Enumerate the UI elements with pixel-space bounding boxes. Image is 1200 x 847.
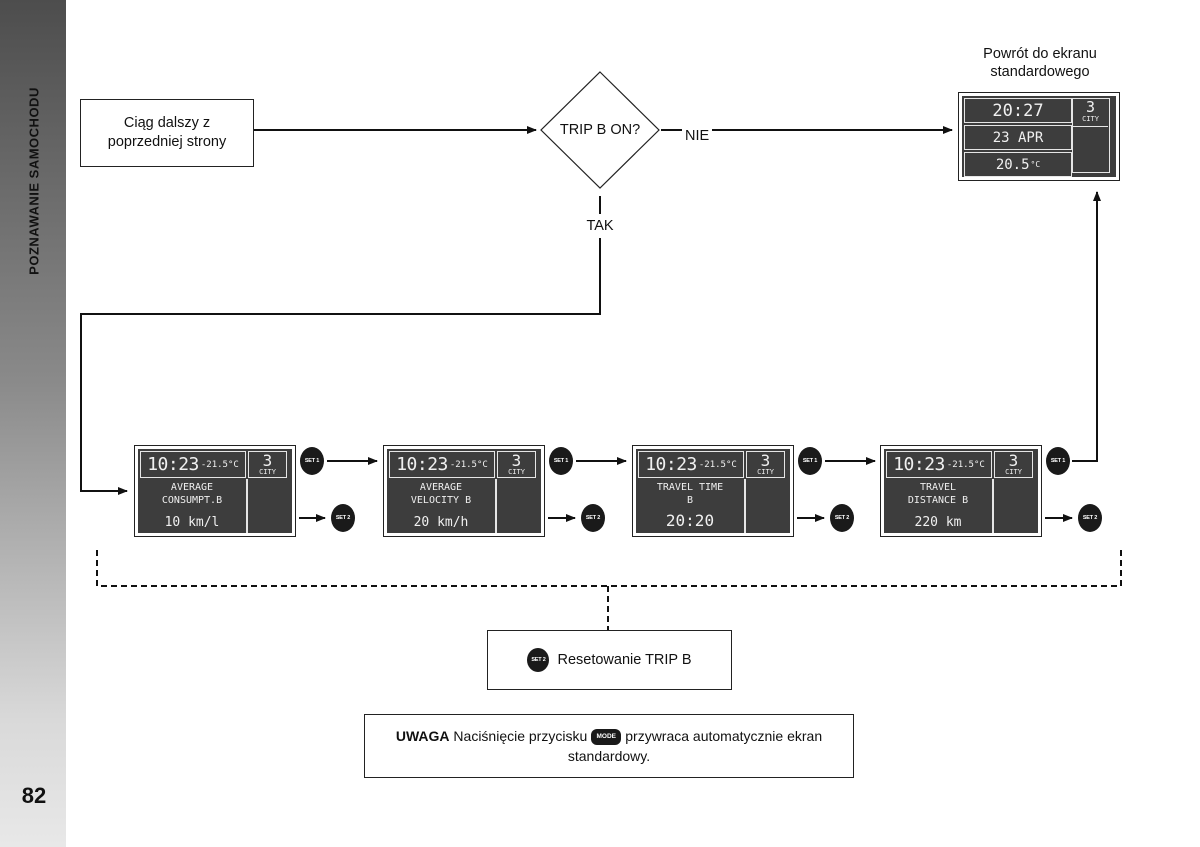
mode-button[interactable]: MODE [591, 729, 622, 746]
continue-box: Ciąg dalszy z poprzedniej strony [80, 99, 254, 167]
display-gear: 3 [1008, 451, 1019, 470]
reset-text: Resetowanie TRIP B [557, 651, 692, 668]
sidebar: POZNAWANIE SAMOCHODU 82 [0, 0, 66, 847]
set2-button[interactable]: SET 2 [527, 648, 550, 672]
display-label-line2: CONSUMPT.B [161, 495, 223, 506]
display-mode: CITY [508, 468, 525, 476]
set2-button[interactable]: SET 2 [830, 504, 854, 532]
reset-bracket-dashed [96, 550, 1122, 630]
page-number: 82 [21, 783, 47, 808]
display-label-line1: AVERAGE [170, 482, 214, 493]
return-label: Powrót do ekranu standardowego [983, 46, 1097, 80]
display-gear: 3 [262, 451, 273, 470]
arrow-yes-to-first-display [80, 238, 601, 495]
display-gear: 3 [760, 451, 771, 470]
decision-label: TRIP B ON? [559, 122, 641, 138]
display-label-line2: B [686, 495, 694, 506]
display-mode: CITY [1005, 468, 1022, 476]
standard-date: 23 APR [964, 125, 1072, 150]
set2-button[interactable]: SET 2 [331, 504, 355, 532]
standard-mode: CITY [1082, 115, 1099, 123]
reset-box: SET 2 Resetowanie TRIP B [487, 630, 732, 690]
display-mode: CITY [259, 468, 276, 476]
note-label: UWAGA [395, 728, 450, 744]
set1-button[interactable]: SET 1 [1046, 447, 1070, 475]
display-temperature: -21.5°C [200, 459, 239, 470]
display-time: 10:23 [893, 454, 945, 475]
set1-button[interactable]: SET 1 [300, 447, 324, 475]
note-line-2: standardowy. [567, 748, 651, 764]
display-temperature: -21.5°C [946, 459, 985, 470]
display-label-line1: TRAVEL [919, 482, 957, 493]
set1-button[interactable]: SET 1 [798, 447, 822, 475]
display-label-line1: TRAVEL TIME [656, 482, 724, 493]
display-time: 10:23 [147, 454, 199, 475]
display-value: 10 km/l [164, 515, 220, 530]
display-gear: 3 [511, 451, 522, 470]
set2-button[interactable]: SET 2 [1078, 504, 1102, 532]
display-label-line2: VELOCITY B [410, 495, 472, 506]
no-label: NIE [685, 128, 710, 144]
display-time: 10:23 [645, 454, 697, 475]
display-label-line1: AVERAGE [419, 482, 463, 493]
set1-button[interactable]: SET 1 [549, 447, 573, 475]
display-mode: CITY [757, 468, 774, 476]
display-temperature: -21.5°C [698, 459, 737, 470]
display-time: 10:23 [396, 454, 448, 475]
display-value: 20 km/h [413, 515, 469, 530]
set2-button[interactable]: SET 2 [581, 504, 605, 532]
display-label-line2: DISTANCE B [907, 495, 969, 506]
yes-label: TAK [586, 218, 614, 234]
continue-text: Ciąg dalszy z poprzedniej strony [107, 115, 227, 150]
arrow-set1-to-standard [1072, 191, 1101, 462]
standard-temperature: 20.5°C [964, 152, 1072, 177]
display-value: 20:20 [665, 511, 715, 530]
standard-time: 20:27 [964, 98, 1072, 123]
display-value: 220 km [914, 515, 962, 530]
standard-gear: 3 [1085, 98, 1096, 116]
display-temperature: -21.5°C [449, 459, 488, 470]
decision-diamond [540, 71, 660, 189]
